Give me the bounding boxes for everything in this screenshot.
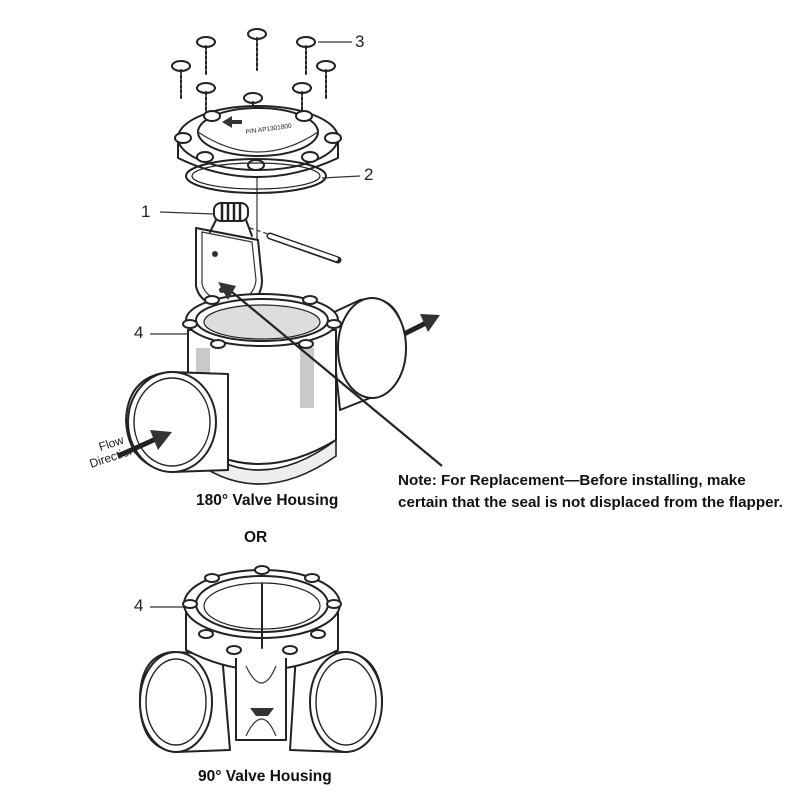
- lid-bolt-tabs: [174, 110, 342, 171]
- screw: [296, 36, 316, 76]
- screw: [171, 60, 191, 99]
- screw: [196, 36, 216, 76]
- valve-lid: P/N AP1301800: [174, 105, 342, 178]
- screw: [247, 28, 267, 71]
- housing-90-bolt-bosses: [182, 565, 342, 655]
- callout-2: 2: [364, 165, 374, 184]
- flapper-hinge-spring: [209, 202, 253, 237]
- callout-3: 3: [355, 32, 365, 51]
- caption-180-housing: 180° Valve Housing: [196, 492, 339, 509]
- callout-4-top: 4: [134, 323, 144, 342]
- note-leader-line: [218, 282, 443, 467]
- housing-180-bolt-bosses: [182, 295, 342, 349]
- hinge-pin: [249, 227, 342, 264]
- outlet-flow-arrow-icon: [402, 314, 440, 337]
- lid-arrow-icon: [222, 116, 242, 128]
- callout-4-bottom: 4: [134, 596, 144, 615]
- screw: [316, 60, 336, 99]
- caption-or: OR: [244, 529, 268, 546]
- replacement-note: Note: For Replacement—Before installing,…: [398, 472, 783, 511]
- housing-180: [125, 293, 407, 485]
- housing-90: [139, 565, 383, 753]
- callout-leaders: [150, 41, 361, 608]
- gasket: [185, 158, 327, 194]
- inlet-flow-arrow-icon: [116, 430, 172, 459]
- caption-90-housing: 90° Valve Housing: [198, 768, 332, 785]
- callout-1: 1: [141, 202, 151, 221]
